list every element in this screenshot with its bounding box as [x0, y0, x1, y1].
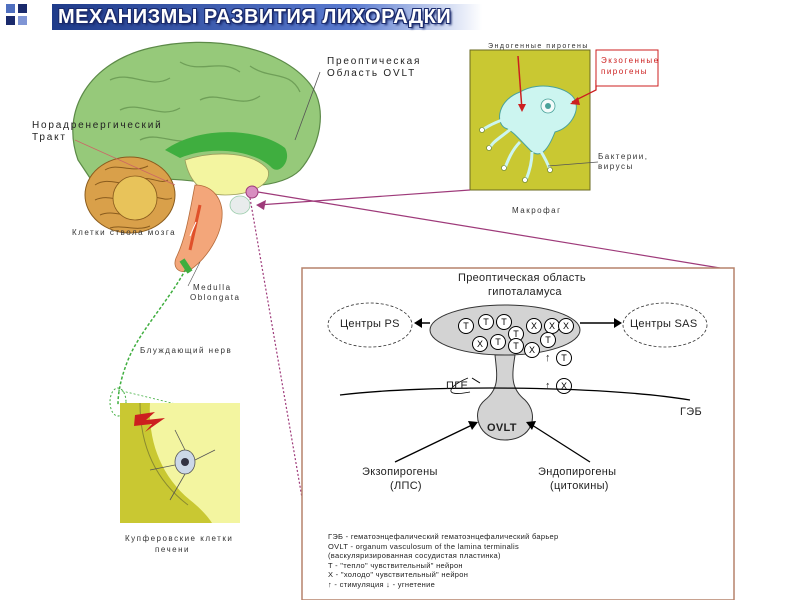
- ovlt-shape: [477, 354, 533, 441]
- label-ovlt-line2: Область OVLT: [327, 68, 416, 79]
- center-ps-ellipse: [327, 302, 413, 348]
- warm-neuron: T: [478, 314, 494, 330]
- exo-label-line2: (ЛПС): [390, 480, 422, 492]
- label-exo-line2: пирогены: [601, 67, 649, 76]
- warm-neuron: T: [458, 318, 474, 334]
- decor-square: [18, 16, 27, 25]
- cold-neuron: X: [558, 318, 574, 334]
- label-bacteria-line2: вирусы: [598, 162, 634, 171]
- warm-neuron: T: [496, 314, 512, 330]
- label-bacteria-line1: Бактерии,: [598, 152, 649, 161]
- legend-line: ↑ - стимуляция ↓ - угнетение: [328, 579, 436, 589]
- cold-neuron: X: [472, 336, 488, 352]
- label-tract-line2: Тракт: [32, 132, 67, 143]
- center-sas-label: Центры SAS: [630, 318, 698, 330]
- label-vagus: Блуждающий нерв: [140, 346, 233, 355]
- label-kupffer-line2: печени: [155, 545, 191, 554]
- cold-neuron: X: [526, 318, 542, 334]
- ovlt-marker: [245, 185, 259, 199]
- brainstem: [174, 184, 223, 273]
- lightning-icon: [134, 412, 165, 432]
- geb-label: ГЭБ: [680, 406, 702, 418]
- neuron-t-badge: T: [556, 350, 572, 366]
- endo-label-line2: (цитокины): [550, 480, 609, 492]
- decor-square: [18, 4, 27, 13]
- macrophage-cell: [499, 85, 577, 155]
- pituitary: [229, 195, 251, 215]
- decor-square: [6, 4, 15, 13]
- label-tract-line1: Норадренергический: [32, 120, 163, 131]
- page-title: МЕХАНИЗМЫ РАЗВИТИЯ ЛИХОРАДКИ: [58, 6, 452, 28]
- ovlt-label: OVLT: [487, 422, 517, 434]
- legend-line: (васкуляризированная сосудистая пластинк…: [328, 551, 501, 560]
- cold-neuron: X: [524, 342, 540, 358]
- label-endo-pyrogens: Эндогенные пирогены: [488, 43, 589, 50]
- legend-line: X - "холодо" чувствительный" нейрон: [328, 570, 469, 579]
- corpus-callosum: [165, 132, 288, 170]
- warm-neuron: T: [540, 332, 556, 348]
- label-exo-line1: Экзогенные: [601, 56, 660, 65]
- label-brainstem: Клетки ствола мозга: [72, 228, 177, 237]
- warm-neuron: T: [490, 334, 506, 350]
- geb-arc: [339, 387, 691, 401]
- title-bar: [52, 4, 482, 30]
- stim-arrow-x: ↑: [545, 380, 551, 392]
- warm-neuron: T: [508, 338, 524, 354]
- endo-label-line1: Эндопирогены: [538, 466, 617, 478]
- legend-line: ГЭБ - гематоэнцефалический гематоэнцефал…: [328, 532, 559, 541]
- label-ovlt-line1: Преоптическая: [327, 56, 422, 67]
- center-sas-ellipse: [622, 302, 708, 348]
- label-macrophage: Макрофаг: [512, 206, 562, 215]
- vagus-pathway: [117, 264, 189, 406]
- label-medulla-line2: Oblongata: [190, 293, 241, 302]
- legend-block: ГЭБ - гематоэнцефалический гематоэнцефал…: [328, 532, 558, 589]
- exo-label-line1: Экзопирогены: [362, 466, 438, 478]
- pge-label: ПГЕ: [446, 380, 469, 392]
- decor-square: [6, 16, 15, 25]
- label-medulla-line1: Medulla: [193, 283, 232, 292]
- legend-line: T - "тепло" чувствительный" нейрон: [328, 560, 463, 570]
- stim-arrow-t: ↑: [545, 352, 551, 364]
- center-ps-label: Центры PS: [340, 318, 400, 330]
- exo-pyrogen-box: [595, 49, 659, 87]
- legend-line: OVLT - organum vasculosum of the lamina …: [328, 541, 520, 551]
- label-kupffer-line1: Купферовские клетки: [125, 534, 234, 543]
- panel-heading-line2: гипоталамуса: [488, 286, 562, 298]
- panel-heading-line1: Преоптическая область: [458, 272, 586, 284]
- neuron-x-badge: X: [556, 378, 572, 394]
